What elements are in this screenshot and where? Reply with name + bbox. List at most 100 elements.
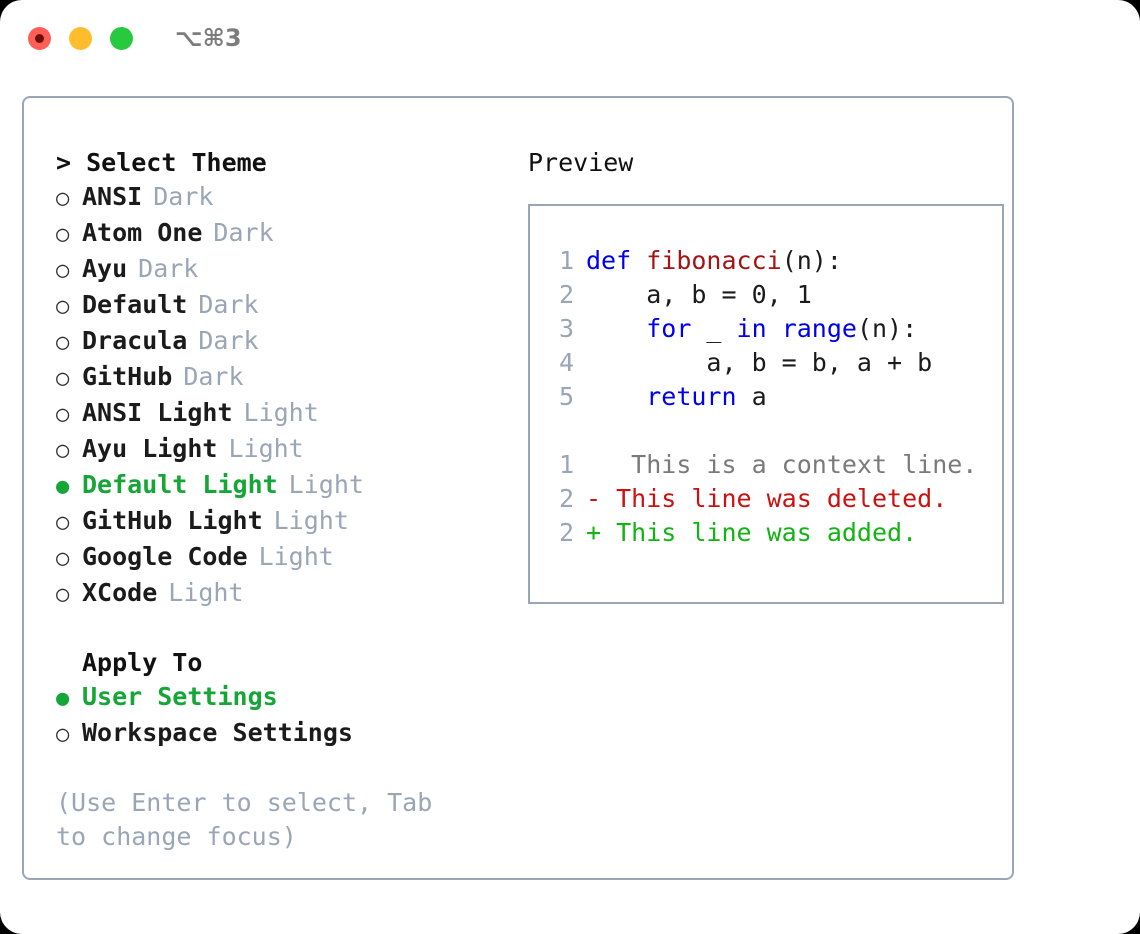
apply-to-option-label: User Settings xyxy=(82,682,278,711)
theme-option-label: Ayu xyxy=(82,254,128,283)
maximize-button[interactable] xyxy=(110,26,133,50)
code-token-plain: a, b = 0, 1 xyxy=(586,280,812,309)
theme-option-github[interactable]: ○ GitHub Dark xyxy=(56,360,506,396)
radio-unselected-icon: ○ xyxy=(56,222,70,247)
apply-to-option-workspace-settings[interactable]: ○Workspace Settings xyxy=(56,716,506,752)
theme-option-label: Dracula xyxy=(82,326,188,355)
theme-option-label: Default xyxy=(82,290,188,319)
code-token-kw: return xyxy=(646,382,737,411)
theme-option-label: ANSI xyxy=(82,182,143,211)
theme-variant-tag: Light xyxy=(168,578,244,607)
theme-option-ayu[interactable]: ○ Ayu Dark xyxy=(56,252,506,288)
theme-option-label: Google Code xyxy=(82,542,248,571)
theme-variant-tag: Light xyxy=(288,470,364,499)
code-text: def fibonacci(n): xyxy=(586,244,842,278)
apply-to-option-label: Workspace Settings xyxy=(82,718,353,747)
theme-option-label: XCode xyxy=(82,578,158,607)
minimize-button[interactable] xyxy=(69,26,92,50)
theme-option-ansi[interactable]: ○ ANSI Dark xyxy=(56,180,506,216)
code-token-plain: a, b = b, a + b xyxy=(586,348,933,377)
theme-variant-tag: Dark xyxy=(153,182,214,211)
radio-unselected-icon: ○ xyxy=(56,582,70,607)
theme-variant-tag: Dark xyxy=(138,254,199,283)
code-token-kw: for xyxy=(646,314,692,343)
diff-line-ctx: 1 This is a context line. xyxy=(546,448,1002,482)
theme-variant-tag: Dark xyxy=(183,362,244,391)
code-line: 2 a, b = 0, 1 xyxy=(546,278,1002,312)
section-spacer xyxy=(56,612,506,646)
keyboard-hint-text: (Use Enter to select, Tab to change focu… xyxy=(56,788,433,851)
diff-text: This line was deleted. xyxy=(601,484,948,513)
theme-option-xcode[interactable]: ○ XCode Light xyxy=(56,576,506,612)
diff-text: This line was added. xyxy=(601,518,918,547)
diff-marker: - xyxy=(586,484,602,513)
line-number: 2 xyxy=(558,518,574,547)
code-text: a, b = b, a + b xyxy=(586,346,932,380)
select-theme-heading: > Select Theme xyxy=(56,148,267,177)
apply-to-option-user-settings[interactable]: ● User Settings xyxy=(56,680,506,716)
code-token-plain: (n): xyxy=(781,246,842,275)
line-number: 1 xyxy=(558,450,574,479)
code-token-plain: a xyxy=(736,382,767,411)
line-number: 4 xyxy=(558,348,574,377)
radio-unselected-icon: ○ xyxy=(56,186,70,211)
close-button[interactable] xyxy=(28,26,51,50)
diff-sample: 1 This is a context line.2- This line wa… xyxy=(546,448,1002,550)
diff-marker: + xyxy=(586,518,602,547)
radio-selected-icon: ● xyxy=(56,686,70,711)
code-token-plain: (n): xyxy=(856,314,918,343)
code-text: a, b = 0, 1 xyxy=(586,278,812,312)
preview-heading: Preview xyxy=(528,148,634,177)
diff-line-add: 2 + This line was added. xyxy=(546,516,1002,550)
theme-option-label: Ayu Light xyxy=(82,434,218,463)
radio-unselected-icon: ○ xyxy=(56,510,70,535)
theme-variant-tag: Dark xyxy=(198,326,259,355)
theme-variant-tag: Light xyxy=(228,434,304,463)
code-token-plain: _ xyxy=(691,314,737,343)
theme-variant-tag: Dark xyxy=(213,218,274,247)
theme-option-dracula[interactable]: ○ Dracula Dark xyxy=(56,324,506,360)
radio-unselected-icon: ○ xyxy=(56,258,70,283)
theme-variant-tag: Light xyxy=(243,398,319,427)
apply-to-list[interactable]: ● User Settings ○Workspace Settings xyxy=(56,680,506,752)
code-token-kw: range xyxy=(781,314,857,343)
diff-text: This is a context line. xyxy=(601,450,978,479)
line-number: 3 xyxy=(558,314,574,343)
title-bar: ⌥⌘3 xyxy=(0,0,1140,76)
theme-option-label: Atom One xyxy=(82,218,203,247)
radio-unselected-icon: ○ xyxy=(56,330,70,355)
line-number: 2 xyxy=(558,280,574,309)
code-token-plain xyxy=(586,382,646,411)
diff-line-del: 2- This line was deleted. xyxy=(546,482,1002,516)
code-token-plain xyxy=(586,314,646,343)
theme-option-atom-one[interactable]: ○ Atom One Dark xyxy=(56,216,506,252)
code-line: 1 def fibonacci(n): xyxy=(546,244,1002,278)
theme-variant-tag: Dark xyxy=(198,290,259,319)
theme-option-label: ANSI Light xyxy=(82,398,233,427)
diff-marker xyxy=(586,448,601,482)
code-text: return a xyxy=(586,380,767,414)
theme-option-label: GitHub xyxy=(82,362,173,391)
radio-unselected-icon: ○ xyxy=(56,366,70,391)
code-token-kw: def xyxy=(586,246,647,275)
code-line: 5 return a xyxy=(546,380,1002,414)
theme-option-default[interactable]: ○ Default Dark xyxy=(56,288,506,324)
radio-unselected-icon: ○ xyxy=(56,294,70,319)
theme-option-google-code[interactable]: ○ Google Code Light xyxy=(56,540,506,576)
line-number: 5 xyxy=(558,382,574,411)
code-text: for _ in range(n): xyxy=(586,312,917,346)
line-number: 1 xyxy=(558,246,574,275)
theme-variant-tag: Light xyxy=(258,542,334,571)
code-diff-spacer xyxy=(546,414,1002,448)
radio-unselected-icon: ○ xyxy=(56,546,70,571)
code-line: 4 a, b = b, a + b xyxy=(546,346,1002,380)
